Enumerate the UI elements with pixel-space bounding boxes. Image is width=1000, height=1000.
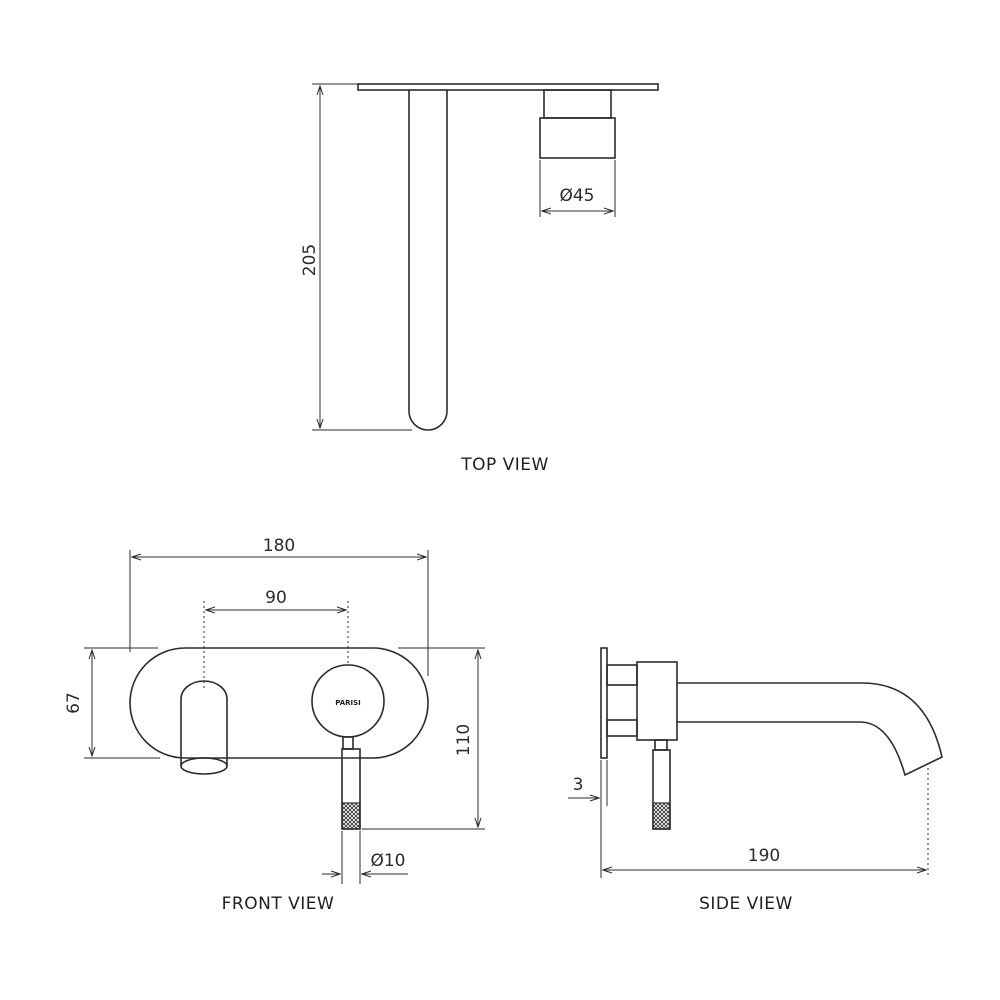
side-lever-neck (654, 739, 668, 751)
front-brand-logo: PARISI (335, 699, 361, 707)
top-dimension-45-label: Ø45 (559, 186, 594, 206)
top-wall-plate (357, 83, 659, 91)
top-view: 205 Ø45 TOP VIEW (300, 83, 659, 475)
front-lever-knurl (341, 802, 361, 830)
side-body-upper (606, 664, 638, 686)
side-handle-block (636, 661, 678, 741)
top-spout (408, 90, 448, 431)
front-dimension-110-label: 110 (454, 724, 474, 756)
front-view-title: FRONT VIEW (222, 894, 335, 914)
front-dimension-10-label: Ø10 (370, 851, 405, 871)
front-view: PARISI 180 90 67 110 Ø10 FRONT VIEW (64, 536, 485, 914)
front-spout-outlet (180, 757, 228, 775)
front-dimension-180-label: 180 (263, 536, 295, 556)
side-view: 3 190 SIDE VIEW (568, 647, 943, 914)
front-dimension-90-label: 90 (265, 588, 287, 608)
top-handle-collar (543, 89, 612, 119)
side-lever-knurl (652, 802, 671, 830)
side-wall-plate (600, 647, 608, 759)
side-dimension-3-label: 3 (573, 775, 584, 795)
side-dimension-190-label: 190 (748, 846, 780, 866)
side-spout (677, 682, 943, 777)
top-view-title: TOP VIEW (460, 455, 549, 475)
side-view-title: SIDE VIEW (699, 894, 793, 914)
front-lever-neck (342, 736, 354, 750)
side-body-lower (606, 719, 638, 737)
top-handle-knob (539, 117, 616, 159)
front-backplate (129, 647, 429, 759)
front-spout (180, 680, 228, 766)
front-dimension-67-label: 67 (64, 692, 84, 714)
top-dimension-205-label: 205 (300, 244, 320, 276)
